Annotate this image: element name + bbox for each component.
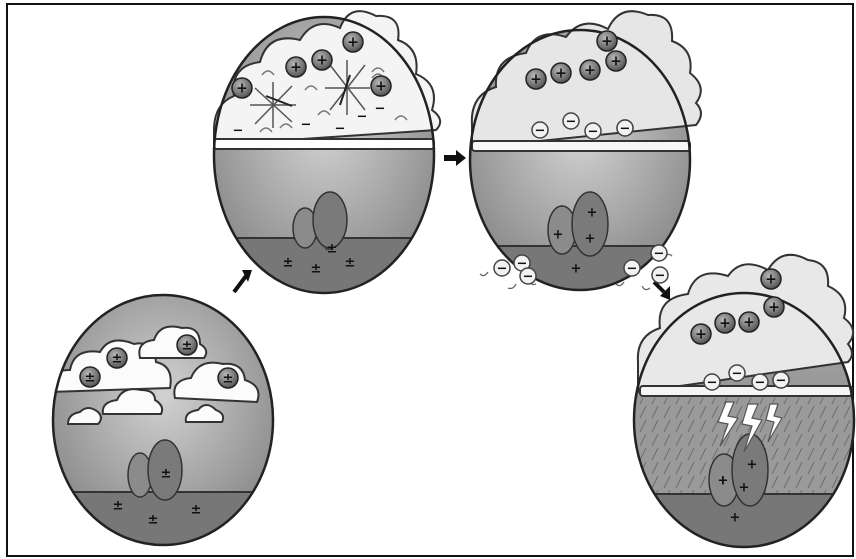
positive-charge-label: + [585,232,596,247]
positive-charge-label: + [530,72,542,88]
negative-charge-label: − [588,125,599,140]
positive-charge: + [312,50,332,70]
neutral-charge: ± [218,368,238,388]
negative-charge: − [752,374,768,391]
negative-charge: − [617,120,633,137]
neutral-charge-label: ± [311,262,322,277]
positive-charge: + [761,269,781,289]
positive-charge: + [691,324,711,344]
positive-charge: + [739,312,759,332]
positive-charge: + [343,32,363,52]
negative-charge: − [520,268,536,285]
negative-charge-label: − [301,118,312,133]
neutral-charge-label: ± [113,499,124,514]
neutral-charge-label: ± [182,339,193,354]
negative-charge-label: − [523,270,534,285]
positive-charge: + [606,51,626,71]
positive-charge-label: + [768,300,780,316]
positive-charge-label: + [743,315,755,331]
positive-charge: + [580,60,600,80]
panel-fair-weather [48,295,280,552]
negative-charge: − [729,365,745,382]
neutral-charge-label: ± [191,503,202,518]
positive-charge: + [597,31,617,51]
negative-charge-label: − [566,115,577,130]
neutral-charge-label: ± [223,372,234,387]
negative-charge: − [704,374,720,391]
positive-charge-label: + [584,63,596,79]
positive-charge-label: + [718,474,729,489]
positive-charge: + [286,57,306,77]
negative-charge-label: − [233,124,244,139]
positive-charge-label: + [290,60,302,76]
neutral-charge-label: ± [112,352,123,367]
positive-charge-label: + [571,262,582,277]
positive-charge: + [371,76,391,96]
negative-charge: − [773,372,789,389]
storm-cloud [214,11,440,145]
negative-charge-label: − [707,376,718,391]
positive-charge-label: + [553,228,564,243]
positive-charge-label: + [236,81,248,97]
neutral-charge-label: ± [345,256,356,271]
negative-charge-label: − [620,122,631,137]
negative-charge-label: − [335,122,346,137]
positive-charge-label: + [347,35,359,51]
negative-charge-label: − [627,262,638,277]
negative-charge-label: − [357,110,368,125]
neutral-charge: ± [177,335,197,355]
positive-charge: + [526,69,546,89]
positive-charge-label: + [747,458,758,473]
positive-charge-label: + [719,316,731,332]
arrow-icon [654,282,670,300]
neutral-charge-label: ± [327,242,338,257]
negative-charge-label: − [375,102,386,117]
positive-charge-label: + [555,66,567,82]
negative-charge: − [563,113,579,130]
neutral-charge: ± [107,348,127,368]
positive-charge: + [715,313,735,333]
negative-charge-label: − [654,247,665,262]
neutral-charge-label: ± [161,467,172,482]
positive-charge-label: + [739,481,750,496]
neutral-charge-label: ± [148,513,159,528]
positive-charge-label: + [587,206,598,221]
arrow-icon [234,270,252,292]
positive-charge-label: + [765,272,777,288]
negative-charge-label: − [776,374,787,389]
neutral-charge-label: ± [85,371,96,386]
positive-charge-label: + [375,79,387,95]
negative-charge-label: − [497,262,508,277]
negative-charge-label: − [732,367,743,382]
negative-charge-label: − [535,124,546,139]
positive-charge-label: + [695,327,707,343]
negative-charge: − [651,245,667,262]
positive-charge-label: + [316,53,328,69]
positive-charge: + [232,78,252,98]
panel-lightning [630,255,856,554]
positive-charge-label: + [730,511,741,526]
positive-charge-label: + [601,34,613,50]
collision-star-icon [325,60,370,115]
negative-charge-label: − [655,269,666,284]
positive-charge-label: + [610,54,622,70]
negative-charge: − [624,260,640,277]
negative-charge: − [585,123,601,140]
arrow-icon [444,150,466,166]
negative-charge-label: − [755,376,766,391]
negative-charge: − [532,122,548,139]
negative-charge: − [652,267,668,284]
positive-charge: + [764,297,784,317]
neutral-charge-label: ± [283,256,294,271]
neutral-charge: ± [80,367,100,387]
positive-charge: + [551,63,571,83]
negative-charge: − [494,260,510,277]
